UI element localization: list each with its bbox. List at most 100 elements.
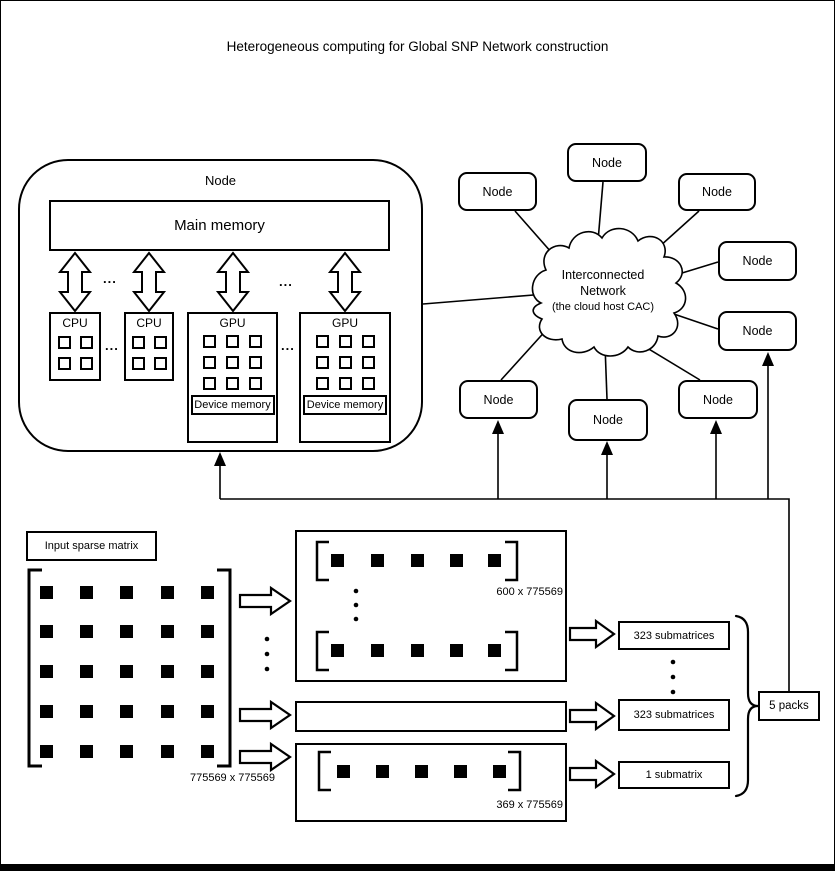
cpu-box-2: CPU (124, 312, 174, 381)
row-matrix-600-b (315, 630, 519, 672)
core-cell (249, 356, 262, 369)
core-cell (361, 377, 375, 390)
core-cell (315, 335, 329, 348)
core-cell (226, 356, 239, 369)
input-matrix-dims: 775569 x 775569 (189, 772, 275, 784)
gpu-ellipsis: ... (281, 338, 295, 353)
block-arrow-icon (238, 585, 292, 617)
cloud-label: Interconnected Network (the cloud host C… (531, 267, 675, 314)
core-cell (203, 356, 216, 369)
cloud-label-line2: Network (580, 284, 626, 299)
cpu-box-1: CPU (49, 312, 101, 381)
core-cell (338, 377, 352, 390)
group-middle-box (295, 701, 567, 732)
network-node-upper-right: Node (678, 173, 756, 211)
core-cell (131, 357, 145, 370)
cpu-arrows-ellipsis: ... (103, 271, 117, 286)
cloud-label-line1: Interconnected (561, 268, 645, 282)
core-cell (249, 335, 262, 348)
main-memory-box: Main memory (49, 200, 390, 251)
matrix-bracket-left (27, 568, 42, 768)
gpu-label: GPU (219, 316, 246, 330)
bottom-border-bar (1, 864, 834, 870)
block-arrow-icon (568, 700, 616, 732)
gpu-arrows-ellipsis: ... (279, 274, 293, 289)
bus-arrowheads (214, 352, 774, 466)
cpu-ellipsis: ... (105, 338, 119, 353)
network-node-upper-left: Node (458, 172, 537, 211)
matrix-bracket-right (217, 568, 232, 768)
block-arrow-icon (238, 699, 292, 731)
cpu-label: CPU (136, 316, 162, 330)
main-node-label: Node (204, 173, 237, 188)
core-cell (79, 336, 93, 349)
gpu-box-1: GPU Device memory (187, 312, 278, 443)
double-arrow-icon (327, 251, 363, 313)
network-node-right-lower: Node (718, 311, 797, 351)
core-cell (203, 335, 216, 348)
pack-arrows (568, 618, 616, 790)
link-cloud-node-bottom-left (500, 326, 550, 381)
core-cell (203, 377, 216, 390)
row-matrix-600-b-elements (331, 644, 501, 657)
submatrices-box-1: 323 submatrices (618, 621, 730, 650)
gpu-cores (315, 335, 375, 390)
cloud-shape (531, 227, 687, 357)
network-node-bottom-right: Node (678, 380, 758, 419)
core-cell (361, 356, 375, 369)
input-sparse-matrix (27, 568, 232, 768)
submatrices-box-2: 323 submatrices (618, 699, 730, 731)
block-arrow-icon (238, 741, 292, 773)
row-matrix-600-a-elements (331, 554, 501, 567)
core-cell (315, 377, 329, 390)
network-node-top: Node (567, 143, 647, 182)
cloud-label-line3: (the cloud host CAC) (551, 300, 655, 313)
core-cell (361, 335, 375, 348)
input-sparse-matrix-label: Input sparse matrix (26, 531, 157, 561)
row-matrix-600-a (315, 540, 519, 582)
cpu-label: CPU (62, 316, 88, 330)
device-memory-box: Device memory (190, 395, 275, 416)
double-arrow-icon (57, 251, 93, 313)
link-cloud-main-node (422, 293, 547, 305)
block-arrow-icon (568, 618, 616, 650)
matrix-elements (40, 586, 214, 758)
core-cell (153, 336, 167, 349)
group-600-box (295, 530, 567, 682)
bus-line (220, 498, 790, 691)
group-600-dims: 600 x 775569 (496, 586, 563, 598)
core-cell (338, 335, 352, 348)
core-cell (79, 357, 93, 370)
core-cell (131, 336, 145, 349)
row-matrix-369 (317, 750, 522, 792)
cpu-cores (57, 336, 93, 370)
core-cell (315, 356, 329, 369)
row-matrix-369-elements (337, 765, 506, 778)
memory-arrows (57, 251, 363, 313)
core-cell (57, 357, 71, 370)
distribution-bus (219, 364, 790, 691)
group-369-box (295, 743, 567, 822)
double-arrow-icon (215, 251, 251, 313)
core-cell (249, 377, 262, 390)
packs-brace (734, 614, 759, 798)
double-arrow-icon (131, 251, 167, 313)
group-369-dims: 369 x 775569 (496, 799, 563, 811)
gpu-box-2: GPU Device memory (299, 312, 391, 443)
vertical-dots (264, 588, 676, 695)
network-node-bottom-middle: Node (568, 399, 648, 441)
core-cell (226, 335, 239, 348)
core-cell (57, 336, 71, 349)
main-node-box (18, 159, 423, 452)
core-cell (153, 357, 167, 370)
cpu-cores (131, 336, 167, 370)
core-cell (226, 377, 239, 390)
network-node-bottom-left: Node (459, 380, 538, 419)
packs-box: 5 packs (758, 691, 820, 721)
device-memory-box: Device memory (303, 395, 387, 416)
block-arrow-icon (568, 758, 616, 790)
diagram-title: Heterogeneous computing for Global SNP N… (226, 39, 609, 54)
gpu-cores (203, 335, 262, 390)
